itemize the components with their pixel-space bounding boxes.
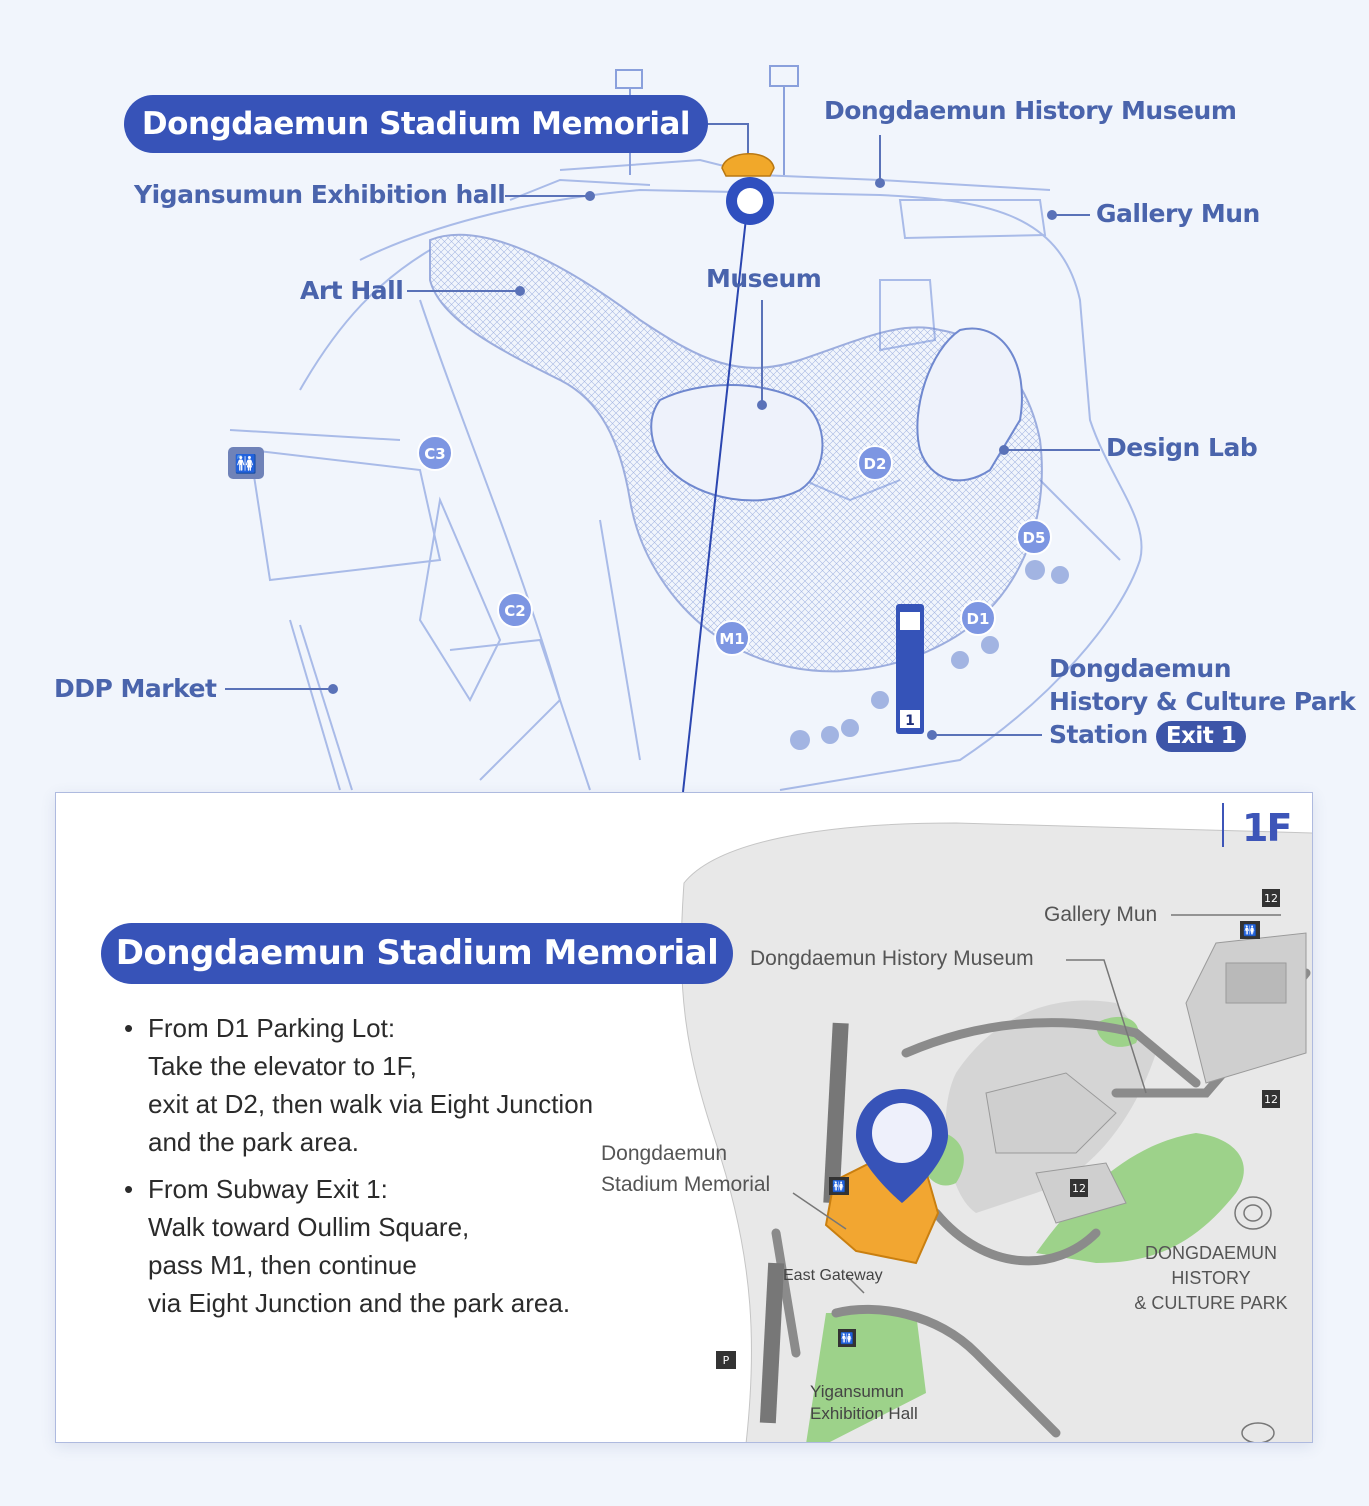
- memorial-title-pill: Dongdaemun Stadium Memorial: [101, 923, 733, 984]
- label-yigansumun: Yigansumun Exhibition hall: [134, 180, 506, 209]
- gate-d5[interactable]: D5: [1016, 519, 1052, 555]
- memorial-marker[interactable]: [721, 153, 775, 225]
- floor-1f-map: 12 🚻 12 12 🚻 🚻 P: [680, 822, 1312, 1442]
- direction-item: • From D1 Parking Lot: Take the elevator…: [124, 1009, 744, 1161]
- elevator-icon: 12: [1262, 889, 1280, 907]
- map-label-east-gateway: East Gateway: [783, 1267, 883, 1284]
- svg-text:D1: D1: [967, 610, 990, 628]
- gate-m1[interactable]: M1: [714, 620, 750, 656]
- yigansumun-line-2: Exhibition Hall: [810, 1404, 918, 1423]
- building-blocks: [985, 932, 1307, 1224]
- map-label-history-museum: Dongdaemun History Museum: [750, 947, 1034, 970]
- subway-pillar-icon: [896, 604, 924, 734]
- top-title-pill: Dongdaemun Stadium Memorial: [124, 95, 708, 153]
- park-line-1: DONGDAEMUN: [1144, 1243, 1277, 1263]
- svg-text:C2: C2: [504, 602, 525, 620]
- label-art-hall: Art Hall: [300, 276, 404, 305]
- leader-dots: [328, 178, 1057, 740]
- leader-lines-1f: [792, 914, 1281, 1294]
- svg-text:🚻: 🚻: [840, 1332, 854, 1345]
- parking-icon: P: [716, 1351, 736, 1369]
- svg-text:D2: D2: [864, 455, 887, 473]
- station-line-1: Dongdaemun: [1049, 654, 1232, 683]
- svg-text:🚻: 🚻: [235, 453, 257, 475]
- svg-text:🚻: 🚻: [832, 1180, 846, 1193]
- memorial-pin[interactable]: [856, 1089, 948, 1203]
- direction-line: exit at D2, then walk via Eight Junction: [148, 1089, 594, 1119]
- pillar-number: 1: [905, 713, 915, 729]
- directions-list: • From D1 Parking Lot: Take the elevator…: [124, 1009, 744, 1331]
- svg-text:12: 12: [1072, 1182, 1086, 1195]
- label-history-museum: Dongdaemun History Museum: [824, 96, 1237, 125]
- svg-text:🚻: 🚻: [1243, 924, 1257, 937]
- restroom-icon-2: 🚻: [829, 1177, 849, 1195]
- direction-line: and the park area.: [148, 1127, 360, 1157]
- svg-text:D5: D5: [1023, 529, 1046, 547]
- label-ddp-market: DDP Market: [54, 674, 217, 703]
- gate-c2[interactable]: C2: [497, 592, 533, 628]
- map-icons: 12 🚻 12 12 🚻 🚻 P: [716, 889, 1280, 1369]
- bullet: •: [124, 1013, 134, 1043]
- direction-line: Walk toward Oullim Square,: [148, 1212, 470, 1242]
- direction-item: • From Subway Exit 1: Walk toward Oullim…: [124, 1170, 744, 1322]
- route-line: [682, 199, 749, 792]
- floor-label: 1F: [1222, 803, 1292, 850]
- direction-line: From D1 Parking Lot:: [148, 1013, 396, 1043]
- restroom-block: 🚻: [228, 447, 264, 479]
- map-label-memorial: Dongdaemun Stadium Memorial: [601, 1138, 770, 1200]
- map-label-gallery-mun: Gallery Mun: [1044, 903, 1158, 926]
- gate-badges: C3 C2 D2 D5 D1 M1: [417, 435, 1052, 656]
- gate-c3[interactable]: C3: [417, 435, 453, 471]
- park-line-2: HISTORY: [1171, 1268, 1251, 1288]
- memorial-line-1: Dongdaemun: [601, 1142, 728, 1165]
- bullet: •: [124, 1174, 134, 1204]
- subway-pillar: 1: [896, 604, 924, 734]
- direction-line: From Subway Exit 1:: [148, 1174, 388, 1204]
- restroom-icon: 🚻: [1240, 921, 1260, 939]
- map-label-park: DONGDAEMUN HISTORY & CULTURE PARK: [1126, 1241, 1296, 1316]
- map-label-yigansumun: Yigansumun Exhibition Hall: [810, 1381, 918, 1425]
- building-mesh: [429, 233, 1043, 673]
- station-word: Station: [1049, 720, 1148, 749]
- direction-line: pass M1, then continue: [148, 1250, 417, 1280]
- svg-text:M1: M1: [719, 630, 744, 648]
- gate-d1[interactable]: D1: [960, 600, 996, 636]
- park-monument: [1234, 1196, 1275, 1442]
- elevator-icon-3: 12: [1070, 1179, 1088, 1197]
- memorial-line-2: Stadium Memorial: [601, 1173, 771, 1196]
- restroom-icon: [228, 447, 264, 479]
- label-museum: Museum: [706, 264, 822, 293]
- gate-d2[interactable]: D2: [857, 445, 893, 481]
- label-gallery-mun: Gallery Mun: [1096, 199, 1260, 228]
- yigansumun-line-1: Yigansumun: [810, 1382, 904, 1401]
- floor-1f-panel: 12 🚻 12 12 🚻 🚻 P 1F Dongdaemun Stadium M…: [55, 792, 1313, 1443]
- station-line-2: History & Culture Park: [1049, 687, 1356, 716]
- exit-badge: Exit 1: [1155, 720, 1247, 752]
- svg-text:12: 12: [1264, 892, 1278, 905]
- park-line-3: & CULTURE PARK: [1134, 1293, 1288, 1313]
- direction-line: via Eight Junction and the park area.: [148, 1288, 571, 1318]
- label-station: Dongdaemun History & Culture Park Statio…: [1049, 652, 1356, 752]
- elevator-icon-2: 12: [1262, 1090, 1280, 1108]
- svg-text:P: P: [723, 1354, 730, 1367]
- label-design-lab: Design Lab: [1106, 433, 1258, 462]
- direction-line: Take the elevator to 1F,: [148, 1051, 417, 1081]
- svg-text:C3: C3: [424, 445, 445, 463]
- memorial-walls: [759, 1022, 849, 1424]
- restroom-icon-3: 🚻: [838, 1329, 856, 1347]
- trees: [790, 560, 1069, 750]
- ddp-overview-map: 🚻 1 C3 C2 D2 D5 D1 M1: [225, 65, 1143, 792]
- site-outlines: [229, 158, 1143, 791]
- svg-text:12: 12: [1264, 1093, 1278, 1106]
